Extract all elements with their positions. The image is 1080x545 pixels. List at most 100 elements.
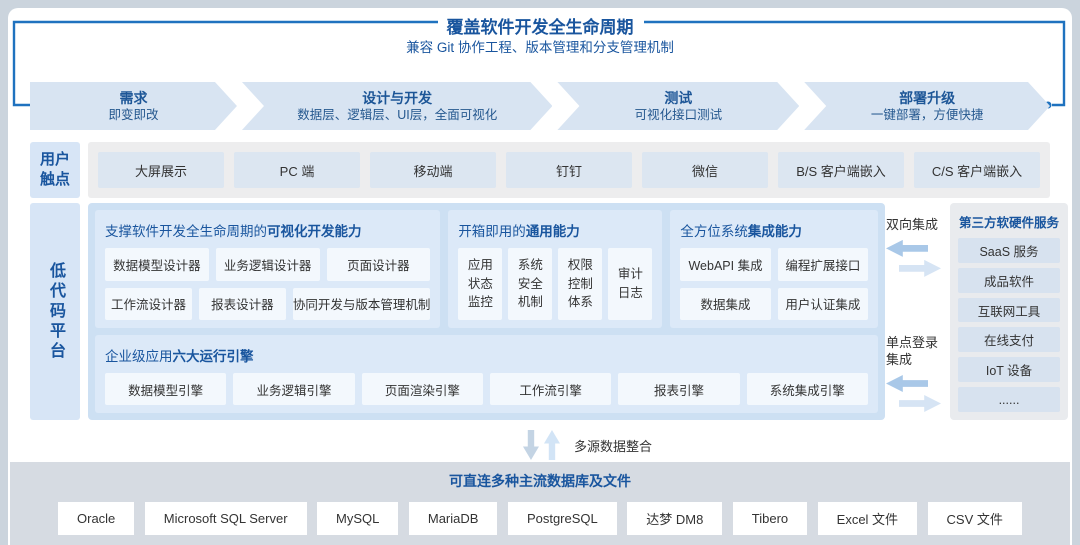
visual-dev-row-1: 数据模型设计器 业务逻辑设计器 页面设计器 [105, 248, 431, 281]
integration-grid: WebAPI 集成 编程扩展接口 数据集成 用户认证集成 [680, 248, 868, 320]
stage-requirements: 需求 即变即改 [30, 82, 237, 130]
arrow-left-icon [886, 239, 928, 257]
item-oracle: Oracle [58, 502, 135, 535]
stage-title: 设计与开发 [362, 89, 433, 106]
touchpoints-label-text: 用户触点 [39, 150, 70, 188]
item-csv-file: CSV 文件 [927, 502, 1022, 535]
item-internet-tools: 互联网工具 [958, 297, 1060, 323]
third-party-panel: 第三方软硬件服务 SaaS 服务 成品软件 互联网工具 在线支付 IoT 设备 … [950, 203, 1068, 420]
item-dameng-dm8: 达梦 DM8 [627, 502, 723, 535]
page-subtitle: 兼容 Git 协作工程、版本管理和分支管理机制 [406, 40, 674, 55]
item-audit-log: 审计日志 [608, 248, 653, 320]
bidirectional-label: 双向集成 [886, 217, 939, 232]
platform-top-sections: 支撑软件开发全生命周期的可视化开发能力 数据模型设计器 业务逻辑设计器 页面设计… [95, 210, 878, 328]
item-app-status-monitor: 应用状态监控 [458, 248, 503, 320]
item-page-render-engine: 页面渲染引擎 [361, 373, 483, 405]
section-system-integration: 全方位系统集成能力 WebAPI 集成 编程扩展接口 数据集成 用户认证集成 [670, 210, 878, 328]
item-postgresql: PostgreSQL [507, 502, 617, 535]
item-system-security: 系统安全机制 [508, 248, 553, 320]
bidirectional-group: 双向集成 [886, 217, 946, 277]
stage-subtitle: 即变即改 [108, 107, 159, 122]
stage-title: 部署升级 [899, 89, 956, 106]
title-bold: 集成能力 [747, 224, 802, 239]
touchpoints-label: 用户触点 [30, 142, 80, 198]
stage-test: 测试 可视化接口测试 [557, 82, 799, 130]
third-party-title: 第三方软硬件服务 [958, 216, 1059, 230]
touchpoint-pc: PC 端 [234, 152, 360, 188]
stage-title: 测试 [664, 89, 693, 106]
item-collab-version-mgmt: 协同开发与版本管理机制 [292, 287, 431, 320]
title-normal: 开箱即用的 [458, 224, 526, 239]
touchpoint-wechat: 微信 [642, 152, 768, 188]
item-tibero: Tibero [732, 502, 808, 535]
item-packaged-software: 成品软件 [958, 267, 1060, 293]
item-business-logic-designer: 业务逻辑设计器 [215, 248, 320, 281]
item-workflow-engine: 工作流引擎 [489, 373, 612, 405]
item-system-integration-engine: 系统集成引擎 [746, 373, 868, 405]
title-bold: 通用能力 [525, 224, 580, 239]
visual-dev-row-2: 工作流设计器 报表设计器 协同开发与版本管理机制 [105, 287, 431, 320]
section-integration-title: 全方位系统集成能力 [680, 220, 868, 240]
page-title: 覆盖软件开发全生命周期 [446, 18, 634, 37]
sso-label: 单点登录集成 [886, 335, 939, 368]
item-data-integration: 数据集成 [680, 287, 771, 320]
touchpoint-dingtalk: 钉钉 [506, 152, 632, 188]
platform-label-text: 低代码平台 [47, 261, 64, 362]
stage-title: 需求 [119, 89, 148, 106]
item-permission-control: 权限控制体系 [558, 248, 603, 320]
item-workflow-designer: 工作流设计器 [105, 287, 192, 320]
title-normal: 全方位系统 [680, 224, 748, 239]
datasources-row: Oracle Microsoft SQL Server MySQL MariaD… [10, 502, 1070, 535]
touchpoint-cs-embed: C/S 客户端嵌入 [914, 152, 1040, 188]
title-bold: 六大运行引擎 [172, 349, 254, 364]
touchpoints-panel: 大屏展示 PC 端 移动端 钉钉 微信 B/S 客户端嵌入 C/S 客户端嵌入 [88, 142, 1050, 198]
arrow-down-icon [522, 430, 539, 460]
datasources-title: 可直连多种主流数据库及文件 [449, 473, 631, 489]
item-iot-devices: IoT 设备 [958, 357, 1060, 383]
item-business-logic-engine: 业务逻辑引擎 [233, 373, 355, 405]
sso-arrows [886, 375, 946, 412]
item-report-designer: 报表设计器 [198, 287, 286, 320]
item-ellipsis: ...... [958, 387, 1060, 412]
arrow-left-icon [886, 375, 928, 392]
section-engines-title: 企业级应用六大运行引擎 [105, 345, 868, 365]
item-page-designer: 页面设计器 [326, 248, 431, 281]
data-merge-label: 多源数据整合 [573, 438, 652, 454]
item-mssql: Microsoft SQL Server [144, 502, 307, 535]
item-report-engine: 报表引擎 [618, 373, 740, 405]
section-visual-dev: 支撑软件开发全生命周期的可视化开发能力 数据模型设计器 业务逻辑设计器 页面设计… [95, 210, 441, 328]
common-capabilities-row: 应用状态监控 系统安全机制 权限控制体系 审计日志 [458, 248, 653, 320]
touchpoint-big-screen: 大屏展示 [98, 152, 224, 188]
data-merge-row: 多源数据整合 [8, 427, 1072, 463]
item-excel-file: Excel 文件 [817, 502, 918, 535]
arrow-right-icon [899, 395, 941, 412]
stage-deploy-upgrade: 部署升级 一键部署，方便快捷 [804, 82, 1050, 130]
section-common-title: 开箱即用的通用能力 [458, 220, 652, 240]
item-programming-extension: 编程扩展接口 [777, 248, 868, 281]
lifecycle-flow: 需求 即变即改 设计与开发 数据层、逻辑层、UI层，全面可视化 测试 可视化接口… [30, 82, 1050, 130]
touchpoint-mobile: 移动端 [370, 152, 496, 188]
visual-dev-grid: 数据模型设计器 业务逻辑设计器 页面设计器 工作流设计器 报表设计器 协同开发与… [105, 248, 431, 320]
item-saas-service: SaaS 服务 [958, 238, 1060, 263]
item-mysql: MySQL [317, 502, 399, 535]
item-data-model-designer: 数据模型设计器 [105, 248, 209, 281]
item-webapi-integration: WebAPI 集成 [680, 248, 771, 281]
item-mariadb: MariaDB [408, 502, 498, 535]
sso-group: 单点登录集成 [886, 335, 946, 412]
title-normal: 企业级应用 [105, 349, 173, 364]
section-runtime-engines: 企业级应用六大运行引擎 数据模型引擎 业务逻辑引擎 页面渲染引擎 工作流引擎 报… [95, 335, 878, 413]
touchpoint-bs-embed: B/S 客户端嵌入 [778, 152, 904, 188]
datasources-panel: 可直连多种主流数据库及文件 Oracle Microsoft SQL Serve… [10, 462, 1070, 545]
platform-label: 低代码平台 [30, 203, 80, 420]
item-user-auth-integration: 用户认证集成 [777, 287, 868, 320]
platform-container: 支撑软件开发全生命周期的可视化开发能力 数据模型设计器 业务逻辑设计器 页面设计… [88, 203, 885, 420]
arrow-up-icon [543, 430, 560, 460]
section-common-capabilities: 开箱即用的通用能力 应用状态监控 系统安全机制 权限控制体系 审计日志 [448, 210, 663, 328]
side-integration-links: 双向集成 单点登录集成 [886, 203, 946, 420]
stage-subtitle: 数据层、逻辑层、UI层，全面可视化 [297, 107, 498, 122]
stage-subtitle: 一键部署，方便快捷 [870, 107, 984, 122]
title-normal: 支撑软件开发全生命周期的 [105, 224, 267, 239]
title-bold: 可视化开发能力 [267, 224, 362, 239]
stage-design-develop: 设计与开发 数据层、逻辑层、UI层，全面可视化 [242, 82, 552, 130]
